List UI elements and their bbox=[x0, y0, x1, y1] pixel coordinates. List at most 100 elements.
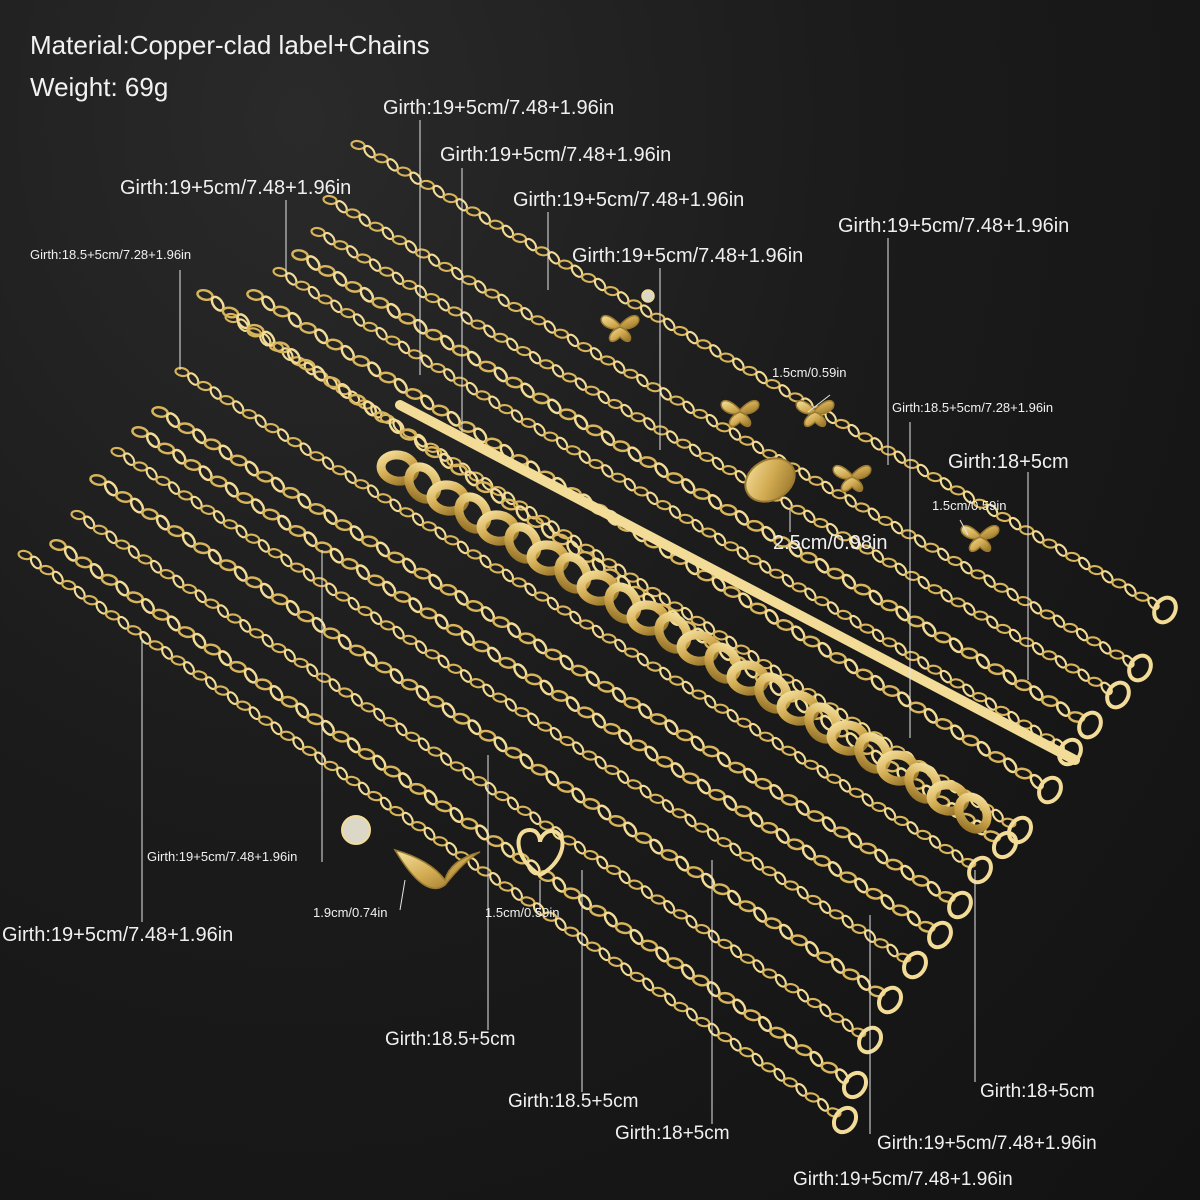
girth-label: Girth:18+5cm bbox=[980, 1081, 1095, 1102]
chain-link bbox=[498, 404, 514, 415]
chain-link bbox=[447, 663, 463, 674]
chain-link bbox=[183, 459, 202, 471]
chain-link bbox=[668, 675, 685, 686]
chain-link bbox=[649, 793, 665, 804]
chain-link bbox=[1134, 591, 1150, 602]
clasp-icon bbox=[831, 1105, 859, 1135]
chain-link bbox=[157, 442, 176, 455]
chain-link bbox=[581, 272, 597, 283]
chain-link bbox=[424, 293, 440, 304]
chain-link bbox=[673, 325, 689, 337]
chain-link bbox=[424, 649, 440, 660]
chain-link bbox=[368, 221, 384, 232]
chain-link bbox=[715, 422, 731, 433]
chain-link bbox=[530, 315, 546, 326]
chain-link bbox=[716, 837, 732, 848]
chain-link bbox=[295, 280, 311, 291]
chain-link bbox=[721, 465, 737, 476]
girth-label: Girth:19+5cm/7.48+1.96in bbox=[513, 189, 745, 211]
chain-link bbox=[354, 479, 370, 490]
chain-link bbox=[629, 739, 648, 752]
chain-link bbox=[630, 412, 646, 423]
chain-link bbox=[532, 392, 550, 405]
chain-link bbox=[340, 557, 359, 570]
chain-link bbox=[1063, 622, 1079, 633]
chain-link bbox=[505, 376, 524, 389]
chain-link bbox=[360, 702, 376, 713]
chain-link bbox=[413, 567, 432, 580]
butterfly-pendant-icon bbox=[968, 536, 992, 553]
chain-link bbox=[267, 548, 283, 559]
chain-link bbox=[973, 610, 989, 621]
heart-pendant-icon bbox=[516, 827, 565, 878]
chain-link bbox=[453, 376, 469, 387]
chain-link bbox=[290, 562, 306, 573]
girth-label: Girth:19+5cm/7.48+1.96in bbox=[120, 177, 352, 199]
chain-link bbox=[806, 810, 825, 823]
chain-link bbox=[1087, 676, 1103, 687]
chain-link bbox=[371, 296, 390, 309]
chain-link bbox=[379, 266, 395, 277]
chain-link bbox=[402, 634, 418, 646]
chain-link bbox=[1014, 679, 1032, 692]
chain-link bbox=[1001, 817, 1017, 828]
chain-link bbox=[676, 438, 692, 449]
chain-link bbox=[947, 555, 963, 567]
chain-link bbox=[623, 697, 641, 709]
chain-link bbox=[132, 461, 149, 472]
chain-link bbox=[808, 475, 824, 486]
chain-link bbox=[628, 879, 644, 890]
chain-link bbox=[791, 582, 807, 593]
chain-link bbox=[1040, 695, 1059, 708]
chain-link bbox=[310, 226, 326, 238]
chain-link bbox=[565, 445, 581, 456]
weight-text: Weight: 69g bbox=[30, 72, 169, 102]
chain-link bbox=[315, 672, 331, 683]
clasp-icon bbox=[1152, 595, 1178, 625]
chain-link bbox=[970, 569, 986, 580]
pendant-size-label: 2.5cm/0.98in bbox=[773, 532, 888, 554]
chain-link bbox=[996, 623, 1012, 634]
chain-link bbox=[783, 880, 800, 891]
chain-link bbox=[692, 408, 708, 419]
chain-link bbox=[839, 871, 858, 884]
chain-link bbox=[851, 1027, 867, 1038]
chain-link bbox=[431, 404, 450, 417]
chain-link bbox=[498, 656, 517, 669]
chain-link bbox=[338, 687, 354, 698]
chain-link bbox=[405, 731, 421, 742]
chain-link bbox=[781, 745, 797, 756]
chain-link bbox=[537, 721, 553, 732]
chain-link bbox=[352, 355, 370, 367]
chain-link bbox=[627, 299, 643, 310]
chain-link bbox=[430, 362, 446, 374]
chain-link bbox=[466, 549, 482, 560]
chain-link bbox=[935, 718, 953, 730]
chain-link bbox=[317, 264, 336, 277]
chain-link bbox=[236, 492, 254, 504]
chain-link bbox=[581, 750, 598, 761]
chain-link bbox=[1122, 654, 1135, 668]
chain-link bbox=[345, 208, 361, 219]
chain-link bbox=[784, 983, 800, 994]
chain-link bbox=[633, 486, 649, 497]
crystal-pendant-icon bbox=[341, 815, 371, 845]
girth-label: Girth:19+5cm/7.48+1.96in bbox=[877, 1133, 1097, 1154]
chain-link bbox=[749, 602, 768, 615]
girth-label: Girth:18+5cm bbox=[948, 451, 1069, 473]
chain-link bbox=[492, 692, 508, 703]
chain-link bbox=[272, 266, 288, 278]
chain-link bbox=[70, 509, 86, 521]
chain-link bbox=[653, 425, 669, 436]
chain-link bbox=[719, 352, 735, 363]
chain-link bbox=[492, 616, 510, 629]
clasp-icon bbox=[1105, 680, 1131, 710]
chain-link bbox=[350, 139, 366, 151]
girth-label: Girth:19+5cm/7.48+1.96in bbox=[440, 144, 672, 166]
chain-link bbox=[833, 826, 851, 839]
chain-link bbox=[761, 865, 777, 877]
chain-link bbox=[181, 583, 198, 595]
clasp-icon bbox=[856, 1025, 884, 1055]
chain-link bbox=[612, 440, 631, 453]
chain-link bbox=[558, 408, 577, 421]
